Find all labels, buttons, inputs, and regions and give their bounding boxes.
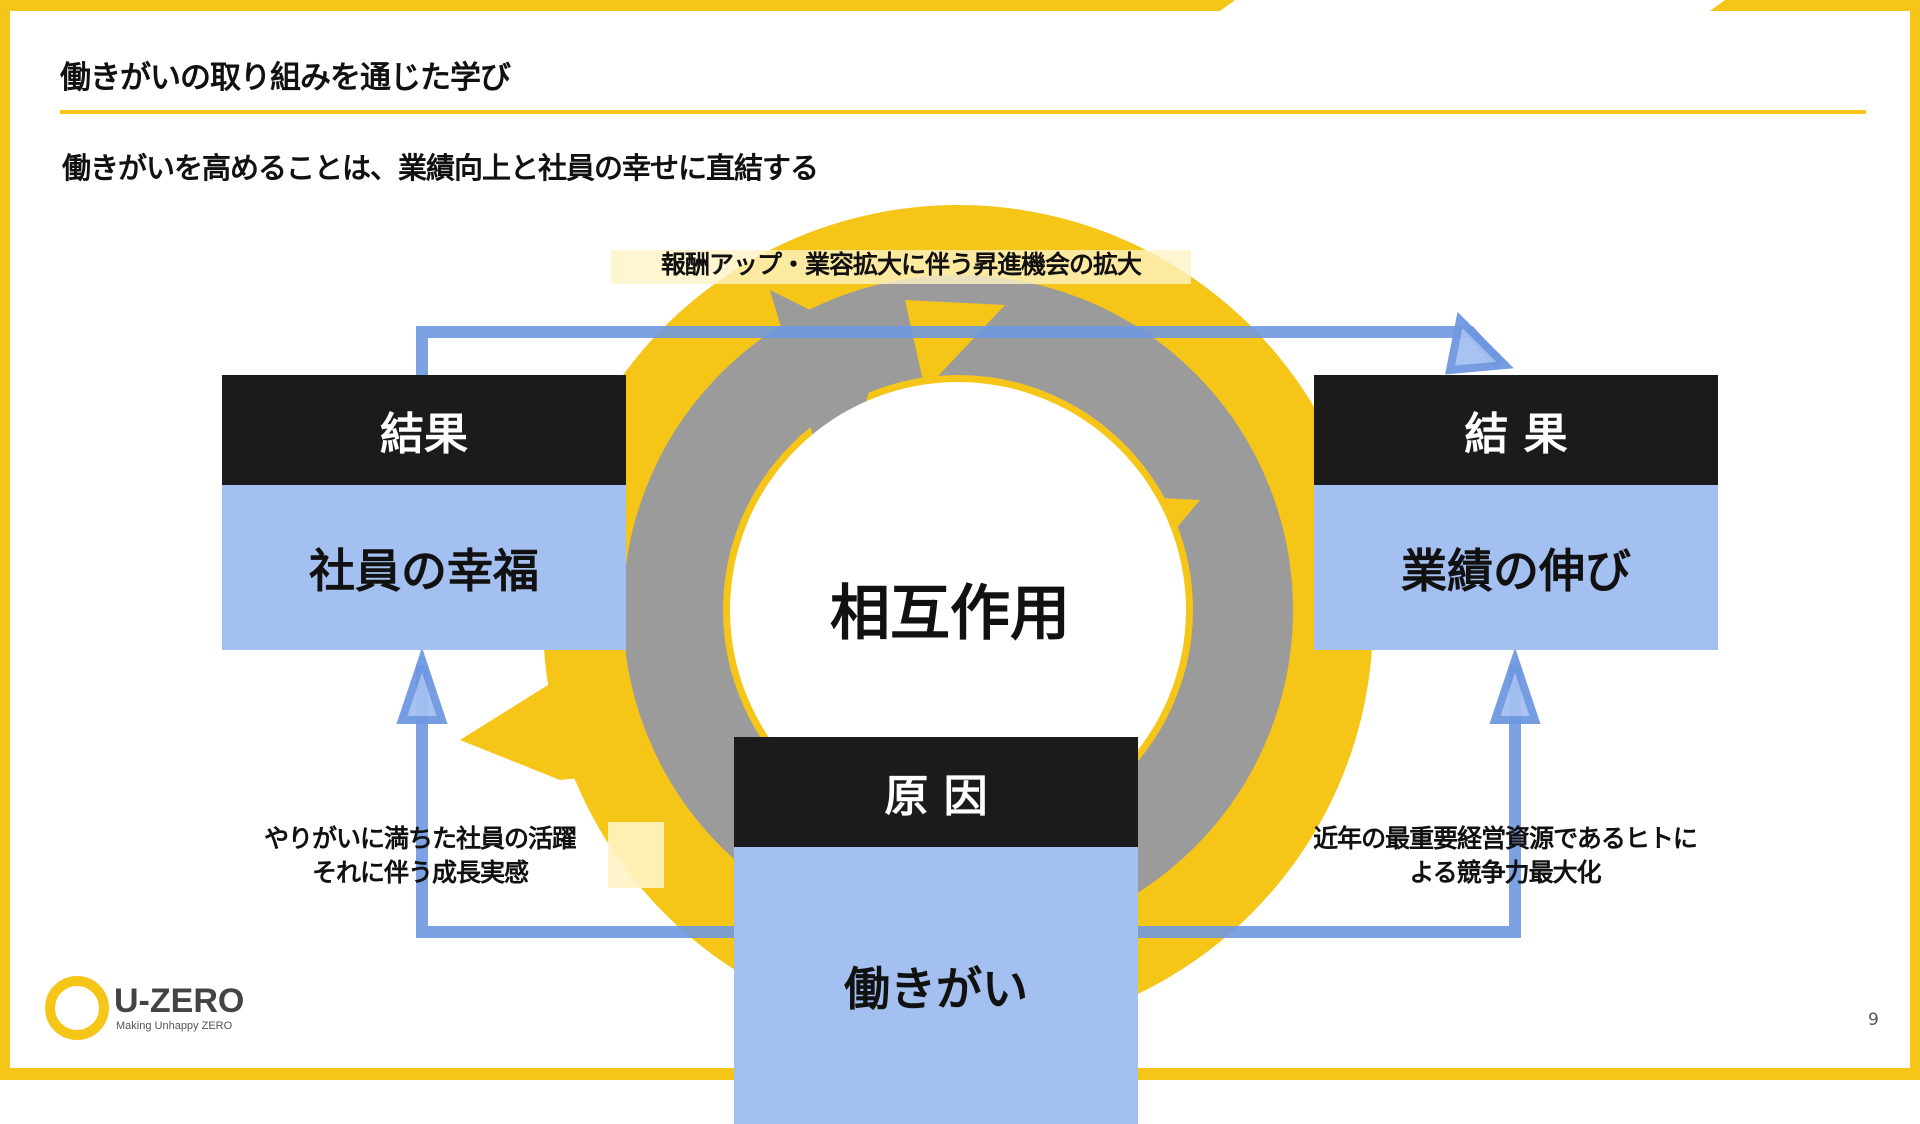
cause-box-engagement: 原 因 働きがい [734, 737, 1138, 1124]
arrow-heads [396, 311, 1541, 724]
result-box-body: 業績の伸び [1314, 485, 1718, 650]
logo-tagline: Making Unhappy ZERO [116, 1020, 233, 1032]
result-box-happiness: 結果 社員の幸福 [222, 375, 626, 650]
cycle-center-label: 相互作用 [830, 579, 1070, 649]
title-divider [60, 110, 1866, 114]
right-caption-line-1: 近年の最重要経営資源であるヒトに [1313, 824, 1698, 853]
arrow-head-left [396, 647, 448, 724]
arrow-head-right [1489, 647, 1541, 724]
result-box-body: 社員の幸福 [222, 485, 626, 650]
cause-box-header: 原 因 [734, 737, 1138, 847]
cause-box-body: 働きがい [734, 847, 1138, 1124]
page-title: 働きがいの取り組みを通じた学び [60, 60, 511, 96]
right-caption-line-2: よる競争力最大化 [1409, 858, 1601, 887]
cycle-center [730, 382, 1186, 838]
page-number: 9 [1868, 1010, 1879, 1030]
result-box-performance: 結 果 業績の伸び [1314, 375, 1718, 650]
page-subtitle: 働きがいを高めることは、業績向上と社員の幸せに直結する [62, 151, 819, 185]
arrow-head-top-right [1445, 311, 1514, 375]
top-caption: 報酬アップ・業容拡大に伴う昇進機会の拡大 [660, 250, 1142, 279]
logo-ring-icon [45, 976, 109, 1040]
logo-name: U-ZERO [114, 982, 245, 1020]
result-box-header: 結果 [222, 375, 626, 485]
top-caption-bg [611, 250, 1191, 284]
left-caption-line-1: やりがいに満ちた社員の活躍 [263, 824, 577, 853]
left-caption-line-2: それに伴う成長実感 [311, 858, 529, 887]
left-caption-highlight [608, 822, 664, 888]
diagram-graphics [0, 0, 1920, 1080]
right-caption: 近年の最重要経営資源であるヒトに よる競争力最大化 [1280, 822, 1730, 890]
left-caption: やりがいに満ちた社員の活躍 それに伴う成長実感 [195, 822, 645, 890]
result-box-header: 結 果 [1314, 375, 1718, 485]
